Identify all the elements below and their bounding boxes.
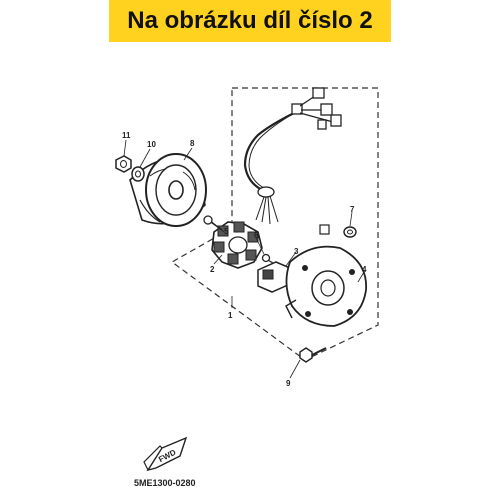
part-number-banner: Na obrázku díl číslo 2	[109, 0, 391, 42]
fwd-arrow-icon: FWD	[143, 436, 188, 472]
callout-9: 9	[286, 379, 291, 388]
callout-11: 11	[122, 131, 131, 140]
rotor-flywheel	[129, 153, 207, 227]
stator-base-plate	[285, 224, 367, 327]
rotor-washer	[131, 166, 145, 182]
rotor-nut	[115, 155, 132, 173]
callout-4: 4	[362, 265, 367, 274]
callout-8: 8	[190, 139, 195, 148]
banner-text: Na obrázku díl číslo 2	[127, 7, 373, 34]
part-code: 5ME1300-0280	[134, 478, 196, 488]
wire-harness	[243, 87, 342, 225]
callout-3: 3	[294, 247, 299, 256]
callout-10: 10	[147, 140, 156, 149]
pickup-coil	[257, 261, 291, 293]
pickup-screw	[261, 253, 277, 266]
callout-1: 1	[228, 311, 233, 320]
leader-lines	[123, 139, 365, 379]
callout-2: 2	[210, 265, 215, 274]
plate-bolt	[299, 347, 327, 363]
cord-clamp	[343, 226, 357, 238]
callout-6: 6	[254, 231, 259, 240]
callout-5: 5	[224, 227, 229, 236]
callout-7: 7	[350, 205, 355, 214]
